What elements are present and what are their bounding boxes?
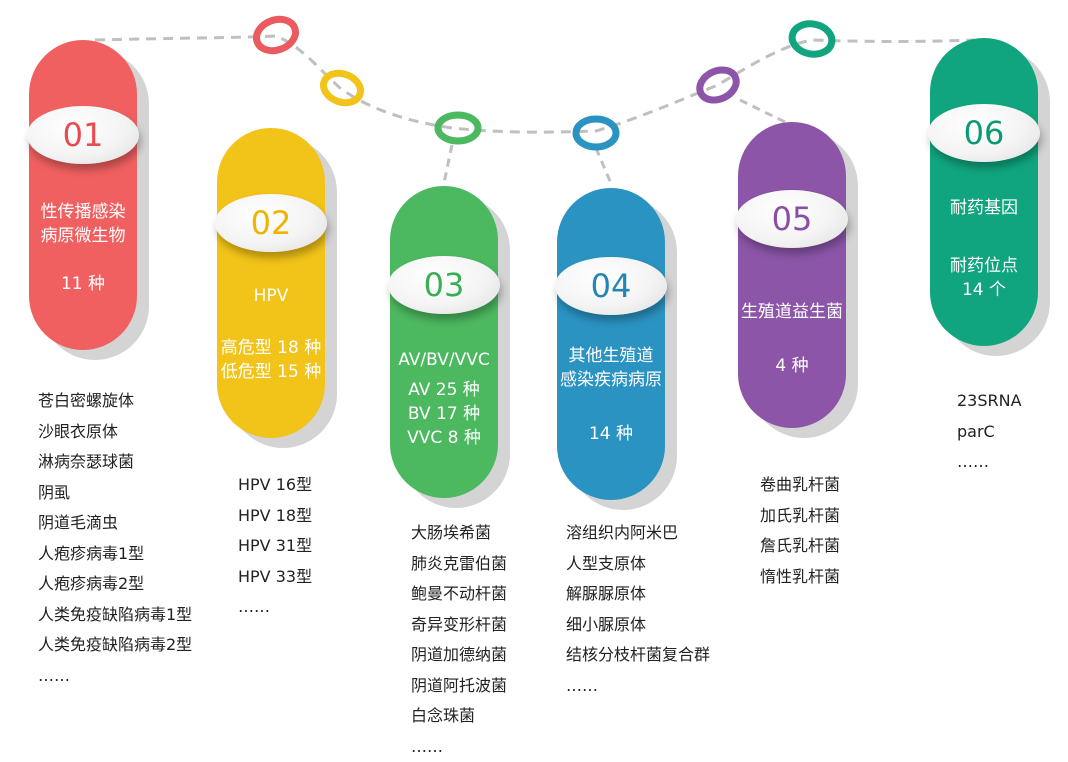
pillar-03-label-line: AV/BV/VVC bbox=[382, 348, 506, 372]
pillar-06-label-line bbox=[922, 220, 1046, 254]
list-item: 苍白密螺旋体 bbox=[38, 386, 192, 417]
list-item: HPV 16型 bbox=[238, 470, 312, 501]
list-item: 鲍曼不动杆菌 bbox=[411, 579, 507, 610]
pillar-03-list: 大肠埃希菌 肺炎克雷伯菌 鲍曼不动杆菌 奇异变形杆菌 阴道加德纳菌 阴道阿托波菌… bbox=[411, 518, 507, 762]
list-item: 詹氏乳杆菌 bbox=[760, 531, 840, 562]
pillar-05-label-line: 4 种 bbox=[730, 354, 854, 378]
pillar-05 bbox=[738, 122, 846, 428]
pillar-02-label-line: HPV bbox=[209, 284, 333, 308]
list-item: HPV 33型 bbox=[238, 562, 312, 593]
pillar-05-list: 卷曲乳杆菌 加氏乳杆菌 詹氏乳杆菌 惰性乳杆菌 bbox=[760, 470, 840, 592]
pillar-04-label: 其他生殖道 感染疾病病原 14 种 bbox=[549, 344, 673, 446]
pillar-06-list: 23SRNA parC …… bbox=[957, 386, 1022, 478]
pillar-05-label-line: 生殖道益生菌 bbox=[730, 300, 854, 324]
pillar-05-number: 05 bbox=[736, 190, 848, 248]
pillar-01-label-line: 11 种 bbox=[21, 272, 145, 296]
pillar-02 bbox=[217, 128, 325, 438]
pillar-04-number: 04 bbox=[555, 257, 667, 315]
list-item: 阴道阿托波菌 bbox=[411, 671, 507, 702]
list-item: 加氏乳杆菌 bbox=[760, 501, 840, 532]
list-item: 白念珠菌 bbox=[411, 701, 507, 732]
pillar-06-label-line: 耐药基因 bbox=[922, 196, 1046, 220]
ring-teal bbox=[790, 21, 835, 57]
list-item: 淋病奈瑟球菌 bbox=[38, 447, 192, 478]
list-item: 结核分枝杆菌复合群 bbox=[566, 640, 710, 671]
pillar-05-label-line bbox=[730, 324, 854, 354]
pillar-06-label-line: 耐药位点 bbox=[922, 254, 1046, 278]
list-item: 解脲脲原体 bbox=[566, 579, 710, 610]
pillar-03-label: AV/BV/VVC AV 25 种 BV 17 种 VVC 8 种 bbox=[382, 348, 506, 450]
pillar-04-label-line: 其他生殖道 bbox=[549, 344, 673, 368]
pillar-05-label: 生殖道益生菌 4 种 bbox=[730, 300, 854, 378]
pillar-04-list: 溶组织内阿米巴 人型支原体 解脲脲原体 细小脲原体 结核分枝杆菌复合群 …… bbox=[566, 518, 710, 701]
drop-line-05 bbox=[740, 100, 785, 122]
pillar-02-list: HPV 16型 HPV 18型 HPV 31型 HPV 33型 …… bbox=[238, 470, 312, 623]
pillar-01-list: 苍白密螺旋体 沙眼衣原体 淋病奈瑟球菌 阴虱 阴道毛滴虫 人疱疹病毒1型 人疱疹… bbox=[38, 386, 192, 691]
pillar-02-label-line bbox=[209, 308, 333, 336]
list-item: 阴道毛滴虫 bbox=[38, 508, 192, 539]
list-item: parC bbox=[957, 417, 1022, 448]
ring-blue bbox=[576, 119, 616, 147]
ring-purple bbox=[695, 64, 741, 105]
ring-yellow bbox=[319, 68, 364, 107]
list-item: 惰性乳杆菌 bbox=[760, 562, 840, 593]
list-item: 人类免疫缺陷病毒2型 bbox=[38, 630, 192, 661]
list-item: …… bbox=[957, 447, 1022, 478]
list-item: 23SRNA bbox=[957, 386, 1022, 417]
pillar-04-label-line bbox=[549, 392, 673, 422]
list-item: 卷曲乳杆菌 bbox=[760, 470, 840, 501]
ring-red bbox=[252, 14, 300, 56]
drop-line-03 bbox=[444, 145, 452, 183]
pillar-01-label: 性传播感染 病原微生物 11 种 bbox=[21, 200, 145, 296]
pillar-02-number: 02 bbox=[215, 194, 327, 252]
list-item: …… bbox=[411, 732, 507, 762]
pillar-03-number: 03 bbox=[388, 256, 500, 314]
list-item: HPV 31型 bbox=[238, 531, 312, 562]
list-item: 阴道加德纳菌 bbox=[411, 640, 507, 671]
pillar-01-label-line: 病原微生物 bbox=[21, 224, 145, 248]
pillar-01 bbox=[29, 40, 137, 350]
pillar-01-number: 01 bbox=[27, 106, 139, 164]
list-item: 阴虱 bbox=[38, 478, 192, 509]
list-item: 人类免疫缺陷病毒1型 bbox=[38, 600, 192, 631]
list-item: 溶组织内阿米巴 bbox=[566, 518, 710, 549]
list-item: 细小脲原体 bbox=[566, 610, 710, 641]
pillar-06-number: 06 bbox=[928, 104, 1040, 162]
pillar-03-label-line: AV 25 种 bbox=[382, 378, 506, 402]
list-item: …… bbox=[38, 661, 192, 692]
pillar-04-label-line: 14 种 bbox=[549, 422, 673, 446]
list-item: 肺炎克雷伯菌 bbox=[411, 549, 507, 580]
list-item: 大肠埃希菌 bbox=[411, 518, 507, 549]
list-item: 人型支原体 bbox=[566, 549, 710, 580]
pillar-06-label: 耐药基因 耐药位点 14 个 bbox=[922, 196, 1046, 302]
pillar-06-label-line: 14 个 bbox=[922, 278, 1046, 302]
list-item: HPV 18型 bbox=[238, 501, 312, 532]
list-item: …… bbox=[238, 592, 312, 623]
pillar-03-label-line: VVC 8 种 bbox=[382, 426, 506, 450]
pillar-02-label-line: 低危型 15 种 bbox=[209, 360, 333, 384]
list-item: 沙眼衣原体 bbox=[38, 417, 192, 448]
pillar-03 bbox=[390, 186, 498, 498]
list-item: 人疱疹病毒1型 bbox=[38, 539, 192, 570]
list-item: 奇异变形杆菌 bbox=[411, 610, 507, 641]
pillar-01-label-line bbox=[21, 248, 145, 272]
dashed-path bbox=[95, 36, 975, 132]
pillar-01-label-line: 性传播感染 bbox=[21, 200, 145, 224]
pillar-02-label-line: 高危型 18 种 bbox=[209, 336, 333, 360]
drop-line-04 bbox=[596, 148, 612, 186]
list-item: 人疱疹病毒2型 bbox=[38, 569, 192, 600]
list-item: …… bbox=[566, 671, 710, 702]
pillar-02-label: HPV 高危型 18 种 低危型 15 种 bbox=[209, 284, 333, 384]
pillar-03-label-line: BV 17 种 bbox=[382, 402, 506, 426]
pillar-04-label-line: 感染疾病病原 bbox=[549, 368, 673, 392]
